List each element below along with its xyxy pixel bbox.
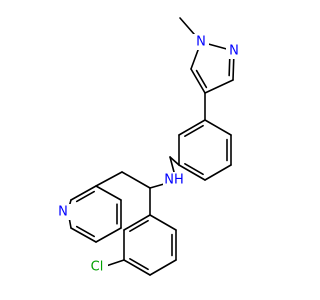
c-cl-bond: [105, 259, 125, 267]
label-mask: [226, 43, 242, 59]
double-bond-inner: [129, 257, 149, 271]
double-bond: [123, 259, 151, 276]
single-bond: [149, 214, 177, 231]
pyrazole-n1-label: N: [196, 35, 206, 50]
double-bond-inner: [75, 190, 96, 203]
amine-nh-label: NH: [164, 173, 184, 188]
double-bond: [178, 164, 206, 181]
double-bond-inner: [129, 219, 149, 233]
label-mask: [55, 204, 71, 220]
single-bond: [95, 185, 122, 201]
single-bond: [204, 119, 232, 136]
double-bond: [70, 227, 97, 243]
single-bond: [204, 164, 232, 181]
benzyl-bond: [169, 156, 180, 166]
single-bond: [95, 227, 122, 243]
molecule-canvas: N N NH N Cl: [55, 17, 242, 276]
single-bond: [121, 171, 151, 189]
double-bond-inner: [75, 225, 96, 238]
single-bond: [149, 259, 177, 276]
double-bond: [178, 119, 206, 136]
label-mask: [86, 259, 108, 275]
double-bond-inner: [184, 162, 204, 176]
n-c-bond: [149, 183, 165, 189]
single-bond: [204, 79, 234, 94]
structure-drawing: N N NH N Cl: [55, 17, 242, 276]
atom-label-layer: N N NH N Cl: [55, 34, 242, 275]
double-bond: [70, 185, 97, 201]
ch2-n-bond: [169, 156, 175, 173]
pyridine-n-label: N: [58, 205, 68, 220]
double-bond-inner: [195, 69, 208, 89]
label-mask: [193, 34, 209, 50]
bond-layer: [68, 17, 235, 276]
label-mask: [163, 172, 185, 188]
chlorine-label: Cl: [91, 260, 104, 275]
pyrazole-n2-label: N: [229, 44, 239, 59]
double-bond: [190, 68, 206, 94]
single-bond: [95, 171, 123, 187]
double-bond: [123, 214, 151, 231]
double-bond-inner: [184, 124, 204, 138]
